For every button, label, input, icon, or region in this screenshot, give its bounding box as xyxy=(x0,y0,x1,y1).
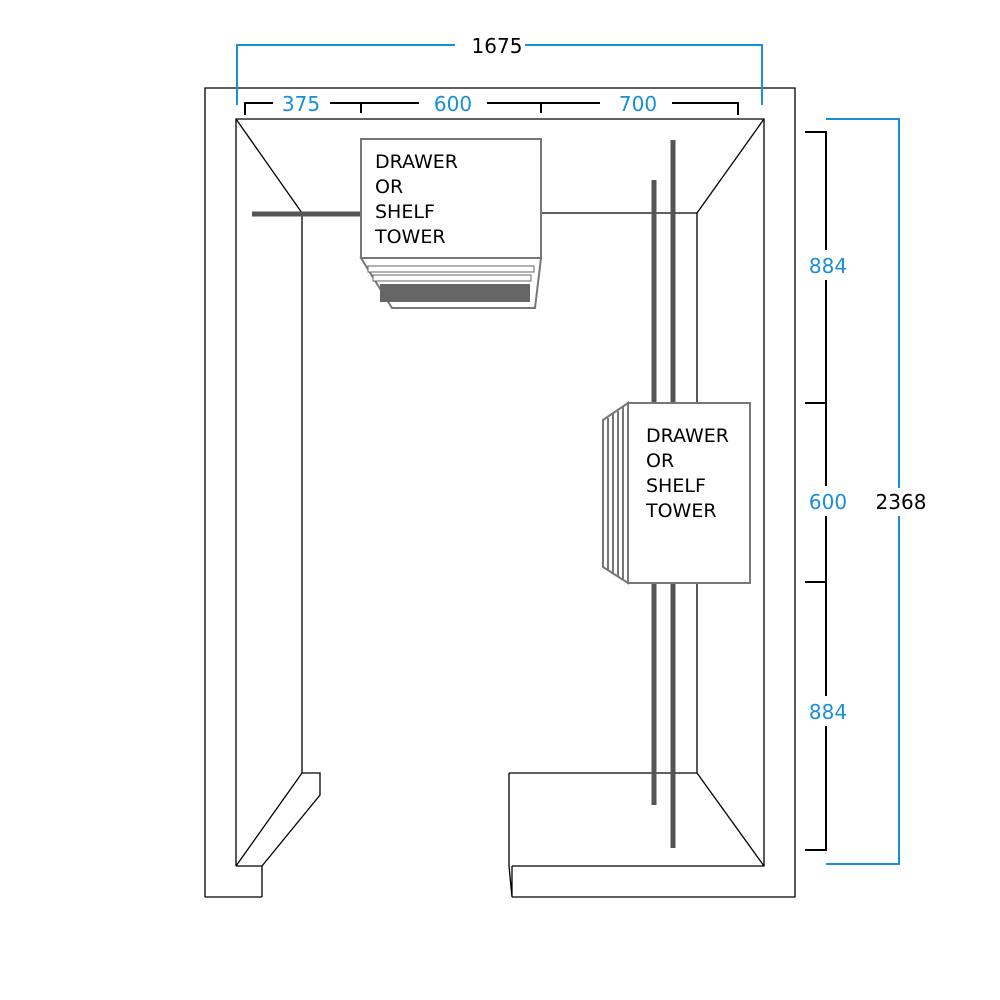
height-segment-label: 600 xyxy=(809,490,847,514)
height-segment-label: 884 xyxy=(809,254,847,278)
drawer-tower-right: DRAWER OR SHELF TOWER xyxy=(602,401,751,585)
width-segment-label: 600 xyxy=(434,92,472,116)
width-segment-label: 375 xyxy=(282,92,320,116)
total-width-label: 1675 xyxy=(472,34,523,58)
right-platform xyxy=(508,772,765,898)
left-step xyxy=(235,772,321,897)
total-height-label: 2368 xyxy=(876,490,927,514)
width-dimension: 1675 375 600 700 xyxy=(236,34,763,116)
height-dimension: 2368 884 600 884 xyxy=(805,118,932,865)
room-outline xyxy=(204,87,796,898)
tower-label: DRAWER OR SHELF TOWER xyxy=(645,425,735,522)
tower-label: DRAWER OR SHELF TOWER xyxy=(374,151,464,248)
height-segment-label: 884 xyxy=(809,700,847,724)
width-segment-label: 700 xyxy=(619,92,657,116)
drawer-tower-top: DRAWER OR SHELF TOWER xyxy=(359,138,543,309)
